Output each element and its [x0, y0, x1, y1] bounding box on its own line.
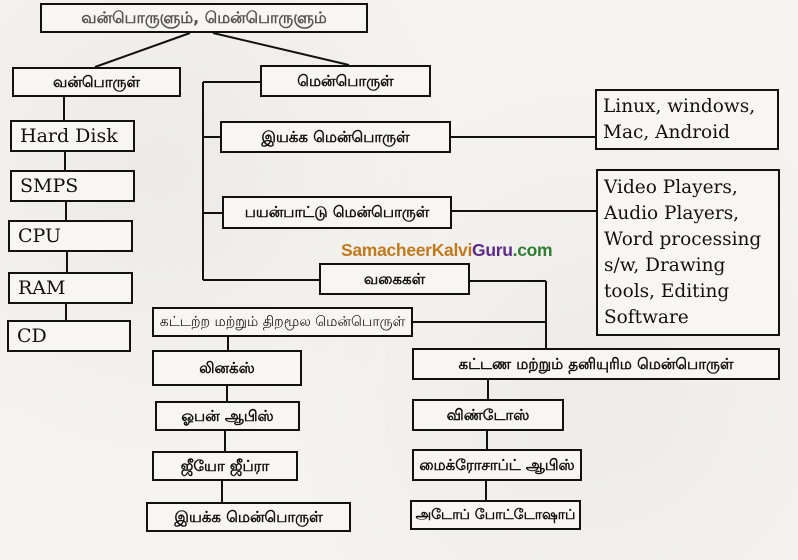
example-line: Linux, windows,: [603, 95, 756, 117]
diagram-title: வன்பொருளும், மென்பொருளும்: [40, 3, 368, 33]
hardware-item-cd: CD: [7, 320, 131, 352]
free-open-source-node: கட்டற்ற மற்றும் திறமூல மென்பொருள்: [152, 307, 413, 337]
foss-item-operating-system: இயக்க மென்பொருள்: [146, 502, 351, 532]
example-line: Word processing: [604, 228, 762, 250]
proprietary-node: கட்டண மற்றும் தனியுரிம மென்பொருள்: [412, 348, 780, 380]
example-line: Software: [604, 306, 689, 328]
proprietary-item-photoshop: அடோப் போட்டோஷாப்: [410, 500, 581, 530]
proprietary-item-windows: விண்டோஸ்: [412, 399, 564, 431]
example-line: Mac, Android: [603, 121, 730, 143]
hardware-item-smps: SMPS: [10, 170, 135, 202]
proprietary-item-ms-office: மைக்ரோசாப்ட் ஆபிஸ்: [412, 449, 582, 481]
example-line: Audio Players,: [604, 202, 740, 224]
foss-item-geogebra: ஜீயோ ஜீப்ரா: [152, 451, 298, 481]
example-line: Video Players,: [604, 176, 738, 198]
application-software-examples: Video Players, Audio Players, Word proce…: [596, 169, 780, 336]
foss-item-open-office: ஓபன் ஆபிஸ்: [155, 401, 300, 431]
system-software-examples: Linux, windows, Mac, Android: [595, 89, 779, 150]
example-line: s/w, Drawing: [604, 254, 726, 276]
software-node: மென்பொருள்: [260, 65, 431, 97]
hardware-item-cpu: CPU: [8, 220, 133, 252]
watermark-part-1: SamacheerKalvi: [341, 240, 473, 260]
software-types-node: வகைகள்: [319, 263, 470, 295]
watermark-part-3: .com: [512, 240, 553, 260]
hardware-item-hard-disk: Hard Disk: [10, 120, 135, 152]
hardware-item-ram: RAM: [8, 272, 133, 304]
application-software-node: பயன்பாட்டு மென்பொருள்: [222, 196, 452, 229]
hardware-node: வன்பொருள்: [12, 67, 181, 97]
watermark-part-2: Guru: [472, 240, 513, 260]
watermark: SamacheerKalviGuru.com: [341, 240, 553, 261]
system-software-node: இயக்க மென்பொருள்: [220, 121, 451, 153]
foss-item-linux: லினக்ஸ்: [152, 350, 302, 386]
example-line: tools, Editing: [604, 280, 730, 302]
